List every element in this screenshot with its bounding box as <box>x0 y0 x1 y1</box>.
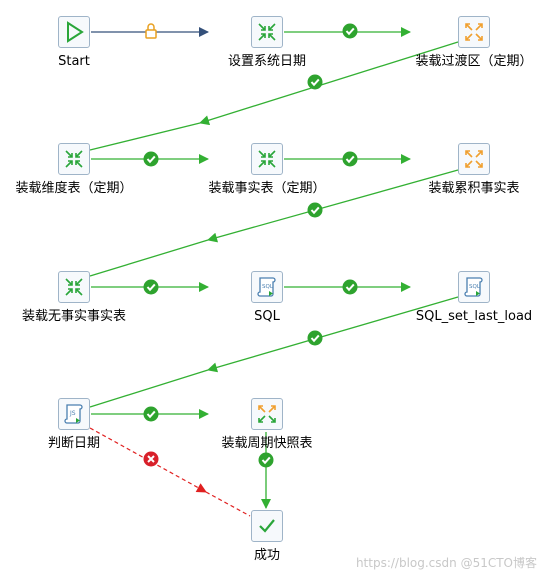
script-icon: SQL <box>464 277 483 297</box>
hop-last-load-to-judge[interactable] <box>207 296 459 373</box>
play-icon <box>67 21 84 43</box>
check-icon <box>342 279 358 295</box>
load-snapshot-node[interactable] <box>251 398 283 430</box>
script-icon: SQL <box>257 277 276 297</box>
check-icon <box>258 452 274 468</box>
load-accum-node[interactable] <box>458 143 490 175</box>
load-factless-node[interactable] <box>58 271 90 303</box>
hop-judge-to-success-fail-tail <box>205 491 251 517</box>
judge-date-label: 判断日期 <box>47 436 101 451</box>
transform-icon <box>258 23 276 41</box>
job-icon <box>465 23 483 41</box>
svg-text:JS: JS <box>69 410 76 417</box>
load-factless-label: 装载无事实事实表 <box>21 309 127 324</box>
checkmark-icon <box>259 519 275 533</box>
javascript-icon: JS <box>64 404 83 424</box>
start-label: Start <box>58 54 90 69</box>
load-fact-label: 装载事实表（定期） <box>208 181 326 196</box>
check-icon <box>143 279 159 295</box>
check-icon <box>143 151 159 167</box>
set-date-node[interactable] <box>251 16 283 48</box>
check-icon <box>307 202 323 218</box>
success-node[interactable] <box>251 510 283 542</box>
check-icon <box>342 23 358 39</box>
job-icon <box>258 405 276 423</box>
sql-label: SQL <box>254 309 280 324</box>
sql-last-load-label: SQL_set_last_load <box>415 309 533 324</box>
lock-icon <box>145 23 157 39</box>
load-staging-node[interactable] <box>458 16 490 48</box>
job-icon <box>465 150 483 168</box>
check-icon <box>307 74 323 90</box>
check-icon <box>342 151 358 167</box>
svg-text:SQL: SQL <box>262 284 274 290</box>
set-date-label: 设置系统日期 <box>227 54 307 69</box>
hop-last-load-to-judge-tail <box>89 369 209 408</box>
check-icon <box>143 406 159 422</box>
transform-icon <box>65 150 83 168</box>
error-icon <box>143 451 159 467</box>
load-fact-node[interactable] <box>251 143 283 175</box>
load-accum-label: 装载累积事实表 <box>428 181 520 196</box>
sql-node[interactable]: SQL <box>251 271 283 303</box>
load-dim-label: 装载维度表（定期） <box>15 181 133 196</box>
hop-accum-to-factless[interactable] <box>207 169 459 243</box>
transform-icon <box>258 150 276 168</box>
judge-date-node[interactable]: JS <box>58 398 90 430</box>
load-snapshot-label: 装载周期快照表 <box>221 436 313 451</box>
watermark: https://blog.csdn @51CTO博客 <box>355 556 537 570</box>
hop-staging-to-dim[interactable] <box>199 41 459 126</box>
load-dim-node[interactable] <box>58 143 90 175</box>
hop-accum-to-factless-tail <box>89 239 209 277</box>
load-staging-label: 装载过渡区（定期） <box>415 54 533 69</box>
start-node[interactable] <box>58 16 90 48</box>
sql-last-load-node[interactable]: SQL <box>458 271 490 303</box>
success-label: 成功 <box>253 548 281 563</box>
check-icon <box>307 330 323 346</box>
transform-icon <box>65 278 83 296</box>
svg-text:SQL: SQL <box>469 284 481 290</box>
hop-staging-to-dim-tail <box>89 122 201 151</box>
